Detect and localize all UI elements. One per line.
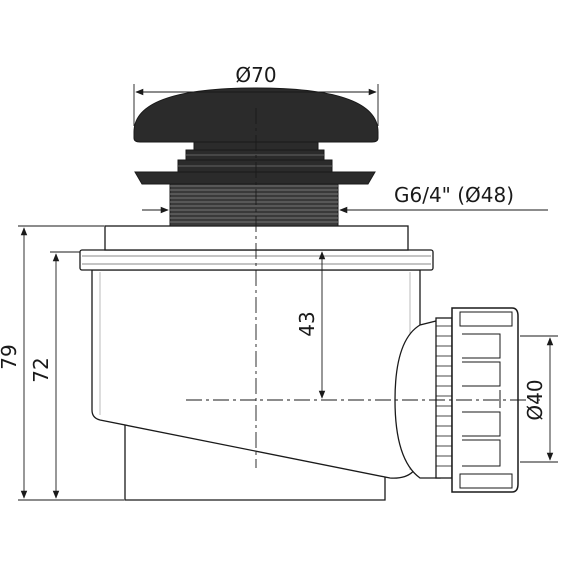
- outlet-thread-ring: [435, 317, 453, 479]
- dim-thread-label: G6/4" (Ø48): [394, 183, 514, 207]
- dim-depth: 43: [295, 251, 326, 399]
- dim-outlet-diameter: Ø40: [520, 335, 558, 463]
- threaded-neck: [134, 149, 376, 227]
- dim-total-height: 79: [0, 225, 124, 501]
- outlet-elbow: [394, 307, 519, 493]
- dim-cap-diameter-label: Ø70: [235, 63, 276, 87]
- dim-outlet-diameter-label: Ø40: [523, 379, 547, 420]
- drain-body: [79, 225, 434, 501]
- dim-depth-label: 43: [295, 311, 319, 336]
- dim-total-height-label: 79: [0, 344, 21, 369]
- body-flange: [79, 249, 434, 271]
- dim-body-height: 72: [29, 251, 80, 499]
- lock-disk: [134, 171, 376, 185]
- dim-cap-diameter: Ø70: [133, 63, 379, 126]
- dim-body-height-label: 72: [29, 357, 53, 382]
- body-collar: [104, 225, 409, 251]
- thread-block: [169, 181, 339, 227]
- elbow-curve: [394, 319, 441, 479]
- dim-thread: G6/4" (Ø48): [142, 183, 548, 214]
